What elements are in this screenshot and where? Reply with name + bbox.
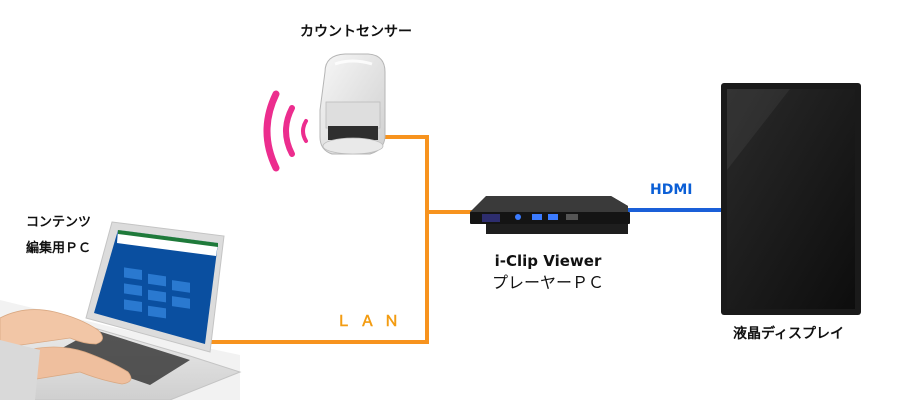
player-label: i-Clip Viewer プレーヤーＰＣ (486, 250, 610, 294)
laptop-with-hands (0, 221, 242, 400)
player-label-line2: プレーヤーＰＣ (491, 273, 604, 292)
lan-cable-sensor (382, 135, 480, 214)
display-label: 液晶ディスプレイ (733, 326, 845, 342)
lan-cables (208, 135, 480, 344)
player-label-line1: i-Clip Viewer (494, 252, 602, 270)
mini-pc-player (470, 196, 630, 234)
signal-wave-icon (263, 90, 308, 172)
sensor-label: カウントセンサー (300, 24, 412, 40)
lan-cable-laptop (208, 212, 429, 344)
content-pc-label-line2: 編集用ＰＣ (26, 241, 92, 256)
content-pc-label-line1: コンテンツ (26, 215, 92, 230)
lcd-display (721, 83, 861, 315)
hdmi-label: HDMI (650, 182, 693, 198)
lan-label: ＬＡＮ (336, 312, 409, 330)
content-pc-label: コンテンツ 編集用ＰＣ (26, 210, 91, 262)
count-sensor-device (319, 53, 386, 155)
